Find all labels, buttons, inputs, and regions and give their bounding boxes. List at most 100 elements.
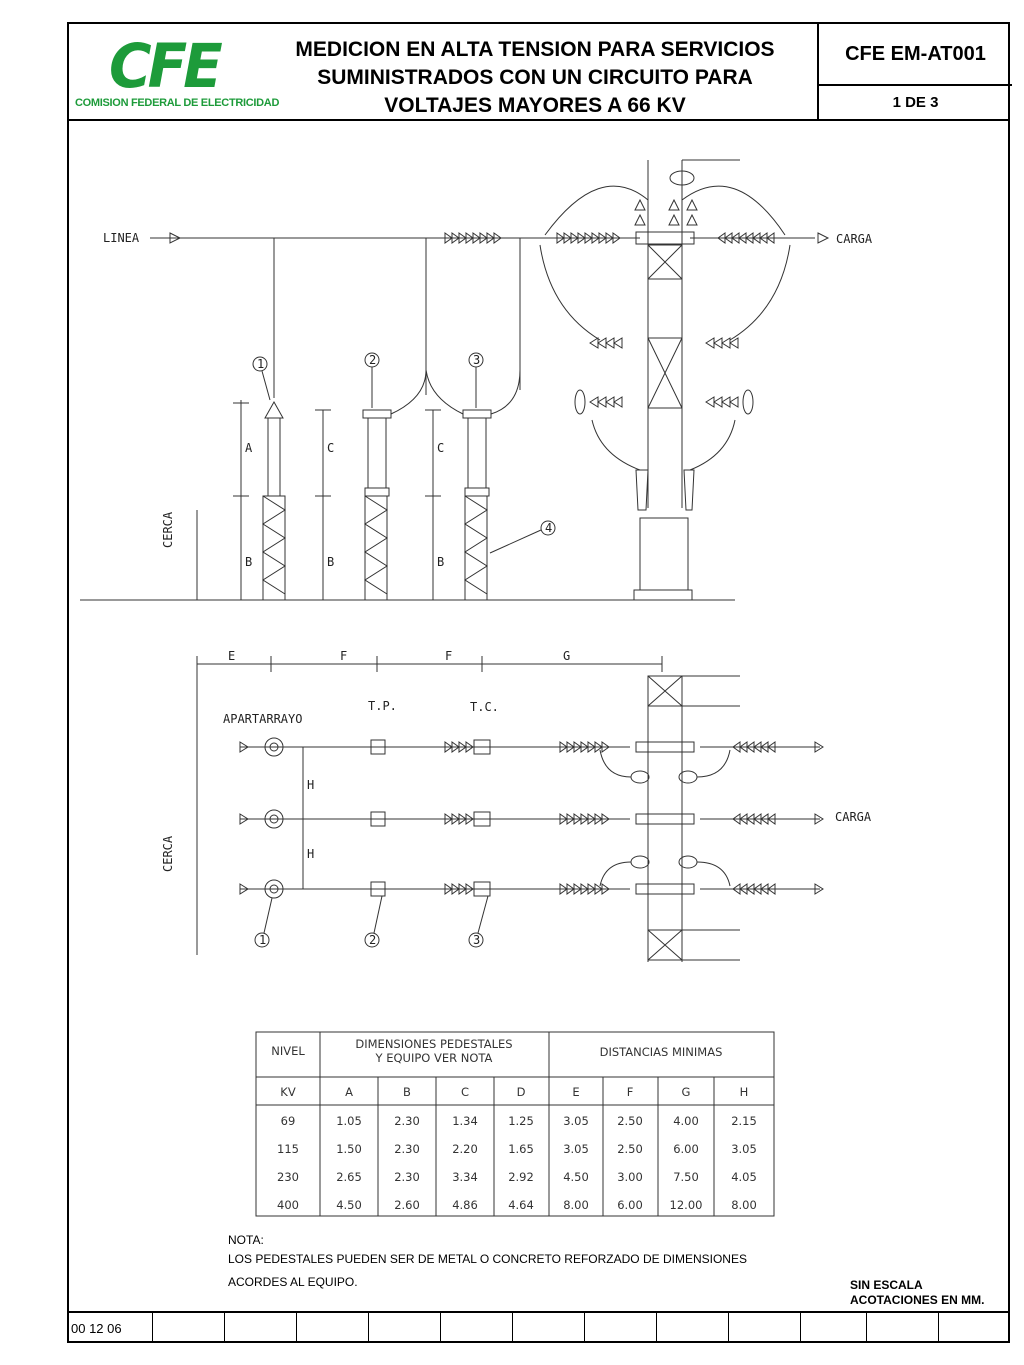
marker-2-plan-label: 2 — [369, 933, 376, 947]
dim-b-label-3: B — [437, 555, 444, 569]
table-cell: 4.50 — [563, 1170, 589, 1184]
dim-a-label: A — [245, 441, 253, 455]
revision-cell — [152, 1313, 153, 1343]
marker-3-elev-label: 3 — [473, 353, 480, 367]
revision-cell — [866, 1313, 867, 1343]
table-cell: 1.34 — [452, 1114, 478, 1128]
tp-body — [367, 417, 387, 489]
dim-g-label: G — [563, 649, 570, 663]
revision-cell — [368, 1313, 369, 1343]
table-cell: 3.00 — [617, 1170, 643, 1184]
table-col-header: F — [627, 1085, 634, 1099]
revision-cell — [584, 1313, 585, 1343]
tp-plan-3 — [370, 881, 386, 897]
revision-cell — [800, 1313, 801, 1343]
load-label-elevation: CARGA — [836, 232, 873, 246]
pedestal-1 — [262, 495, 286, 601]
tp-label: T.P. — [368, 699, 397, 713]
title-line-1: MEDICION EN ALTA TENSION PARA SERVICIOS — [295, 38, 775, 61]
dim-c-label-1: C — [327, 441, 334, 455]
units-label: ACOTACIONES EN MM. — [850, 1293, 985, 1307]
tc-body — [467, 417, 487, 489]
table-cell: 400 — [277, 1198, 299, 1212]
table-cell: 2.30 — [394, 1170, 420, 1184]
insulator-chain-right — [717, 232, 775, 244]
arrester-body — [267, 417, 281, 497]
pedestal-3 — [464, 495, 488, 601]
revision-cell — [224, 1313, 225, 1343]
table-cell: 3.34 — [452, 1170, 478, 1184]
note-line-1: LOS PEDESTALES PUEDEN SER DE METAL O CON… — [228, 1252, 747, 1266]
scale-note: SIN ESCALA ACOTACIONES EN MM. — [850, 1278, 984, 1308]
dimensions-table-grid — [255, 1031, 775, 1217]
table-cell: 69 — [281, 1114, 296, 1128]
table-head-dims-2: Y EQUIPO VER NOTA — [375, 1051, 493, 1065]
table-cell: 8.00 — [731, 1198, 757, 1212]
table-cell: 7.50 — [673, 1170, 699, 1184]
dim-f-label-2: F — [445, 649, 452, 663]
table-cell: 2.20 — [452, 1142, 478, 1156]
page-number: 1 DE 3 — [892, 93, 939, 111]
marker-2-plan — [364, 932, 380, 948]
title-block: CFE COMISION FEDERAL DE ELECTRICIDAD MED… — [69, 24, 1012, 121]
table-cell: 4.64 — [508, 1198, 534, 1212]
table-cell: 6.00 — [673, 1142, 699, 1156]
drawing-sheet: CFE COMISION FEDERAL DE ELECTRICIDAD MED… — [67, 22, 1012, 1343]
table-cell: 2.30 — [394, 1114, 420, 1128]
arrester-top — [264, 400, 284, 419]
table-cell: 3.05 — [563, 1114, 589, 1128]
arrester-plan-3 — [264, 879, 284, 899]
table-col-header: KV — [280, 1085, 296, 1099]
marker-1-plan — [254, 932, 270, 948]
revision-cell — [512, 1313, 513, 1343]
dim-e-label: E — [228, 649, 235, 663]
table-head-dist: DISTANCIAS MINIMAS — [600, 1045, 723, 1059]
table-cell: 6.00 — [617, 1198, 643, 1212]
marker-4-elev — [540, 520, 556, 536]
tp-plan-2 — [370, 811, 386, 827]
table-cell: 4.50 — [336, 1198, 362, 1212]
drawing-title: MEDICION EN ALTA TENSION PARA SERVICIOS … — [255, 36, 815, 120]
marker-1-elev — [252, 356, 268, 372]
title-line-2: SUMINISTRADOS CON UN CIRCUITO PARA — [317, 66, 753, 89]
table-cell: 3.05 — [563, 1142, 589, 1156]
table-cell: 2.65 — [336, 1170, 362, 1184]
plan-insulator-chains — [239, 741, 824, 895]
table-cell: 1.05 — [336, 1114, 362, 1128]
revision-date: 00 12 06 — [71, 1321, 122, 1336]
table-cell: 2.30 — [394, 1142, 420, 1156]
pedestal-2 — [364, 495, 388, 601]
table-cell: 2.60 — [394, 1198, 420, 1212]
tc-head — [462, 409, 492, 419]
table-col-header: G — [682, 1085, 691, 1099]
title-line-3: VOLTAJES MAYORES A 66 KV — [384, 94, 686, 117]
table-cell: 230 — [277, 1170, 299, 1184]
revision-cell — [938, 1313, 939, 1343]
table-cell: 115 — [277, 1142, 299, 1156]
table-col-header: H — [740, 1085, 749, 1099]
cfe-logo-subtitle: COMISION FEDERAL DE ELECTRICIDAD — [75, 97, 280, 109]
table-cell: 12.00 — [670, 1198, 703, 1212]
table-cell: 1.65 — [508, 1142, 534, 1156]
cfe-logo: CFE COMISION FEDERAL DE ELECTRICIDAD — [69, 24, 279, 119]
tc-lead — [490, 369, 521, 415]
table-cell: 2.50 — [617, 1114, 643, 1128]
fence-label-plan: CERCA — [161, 835, 175, 872]
arrester-plan-1 — [264, 737, 284, 757]
marker-1-elev-label: 1 — [257, 357, 264, 371]
load-label-plan: CARGA — [835, 810, 872, 824]
table-head-nivel: NIVEL — [271, 1044, 305, 1058]
marker-1-plan-label: 1 — [259, 933, 266, 947]
table-cell: 4.86 — [452, 1198, 478, 1212]
dim-c-label-2: C — [437, 441, 444, 455]
document-code: CFE EM-AT001 — [819, 24, 1012, 86]
revision-row: 00 12 06 — [67, 1311, 1010, 1343]
line-label: LINEA — [103, 231, 140, 245]
dim-b-label-1: B — [245, 555, 252, 569]
table-cell: 8.00 — [563, 1198, 589, 1212]
tower-plan — [599, 675, 740, 962]
table-cell: 2.50 — [617, 1142, 643, 1156]
revision-cell — [656, 1313, 657, 1343]
